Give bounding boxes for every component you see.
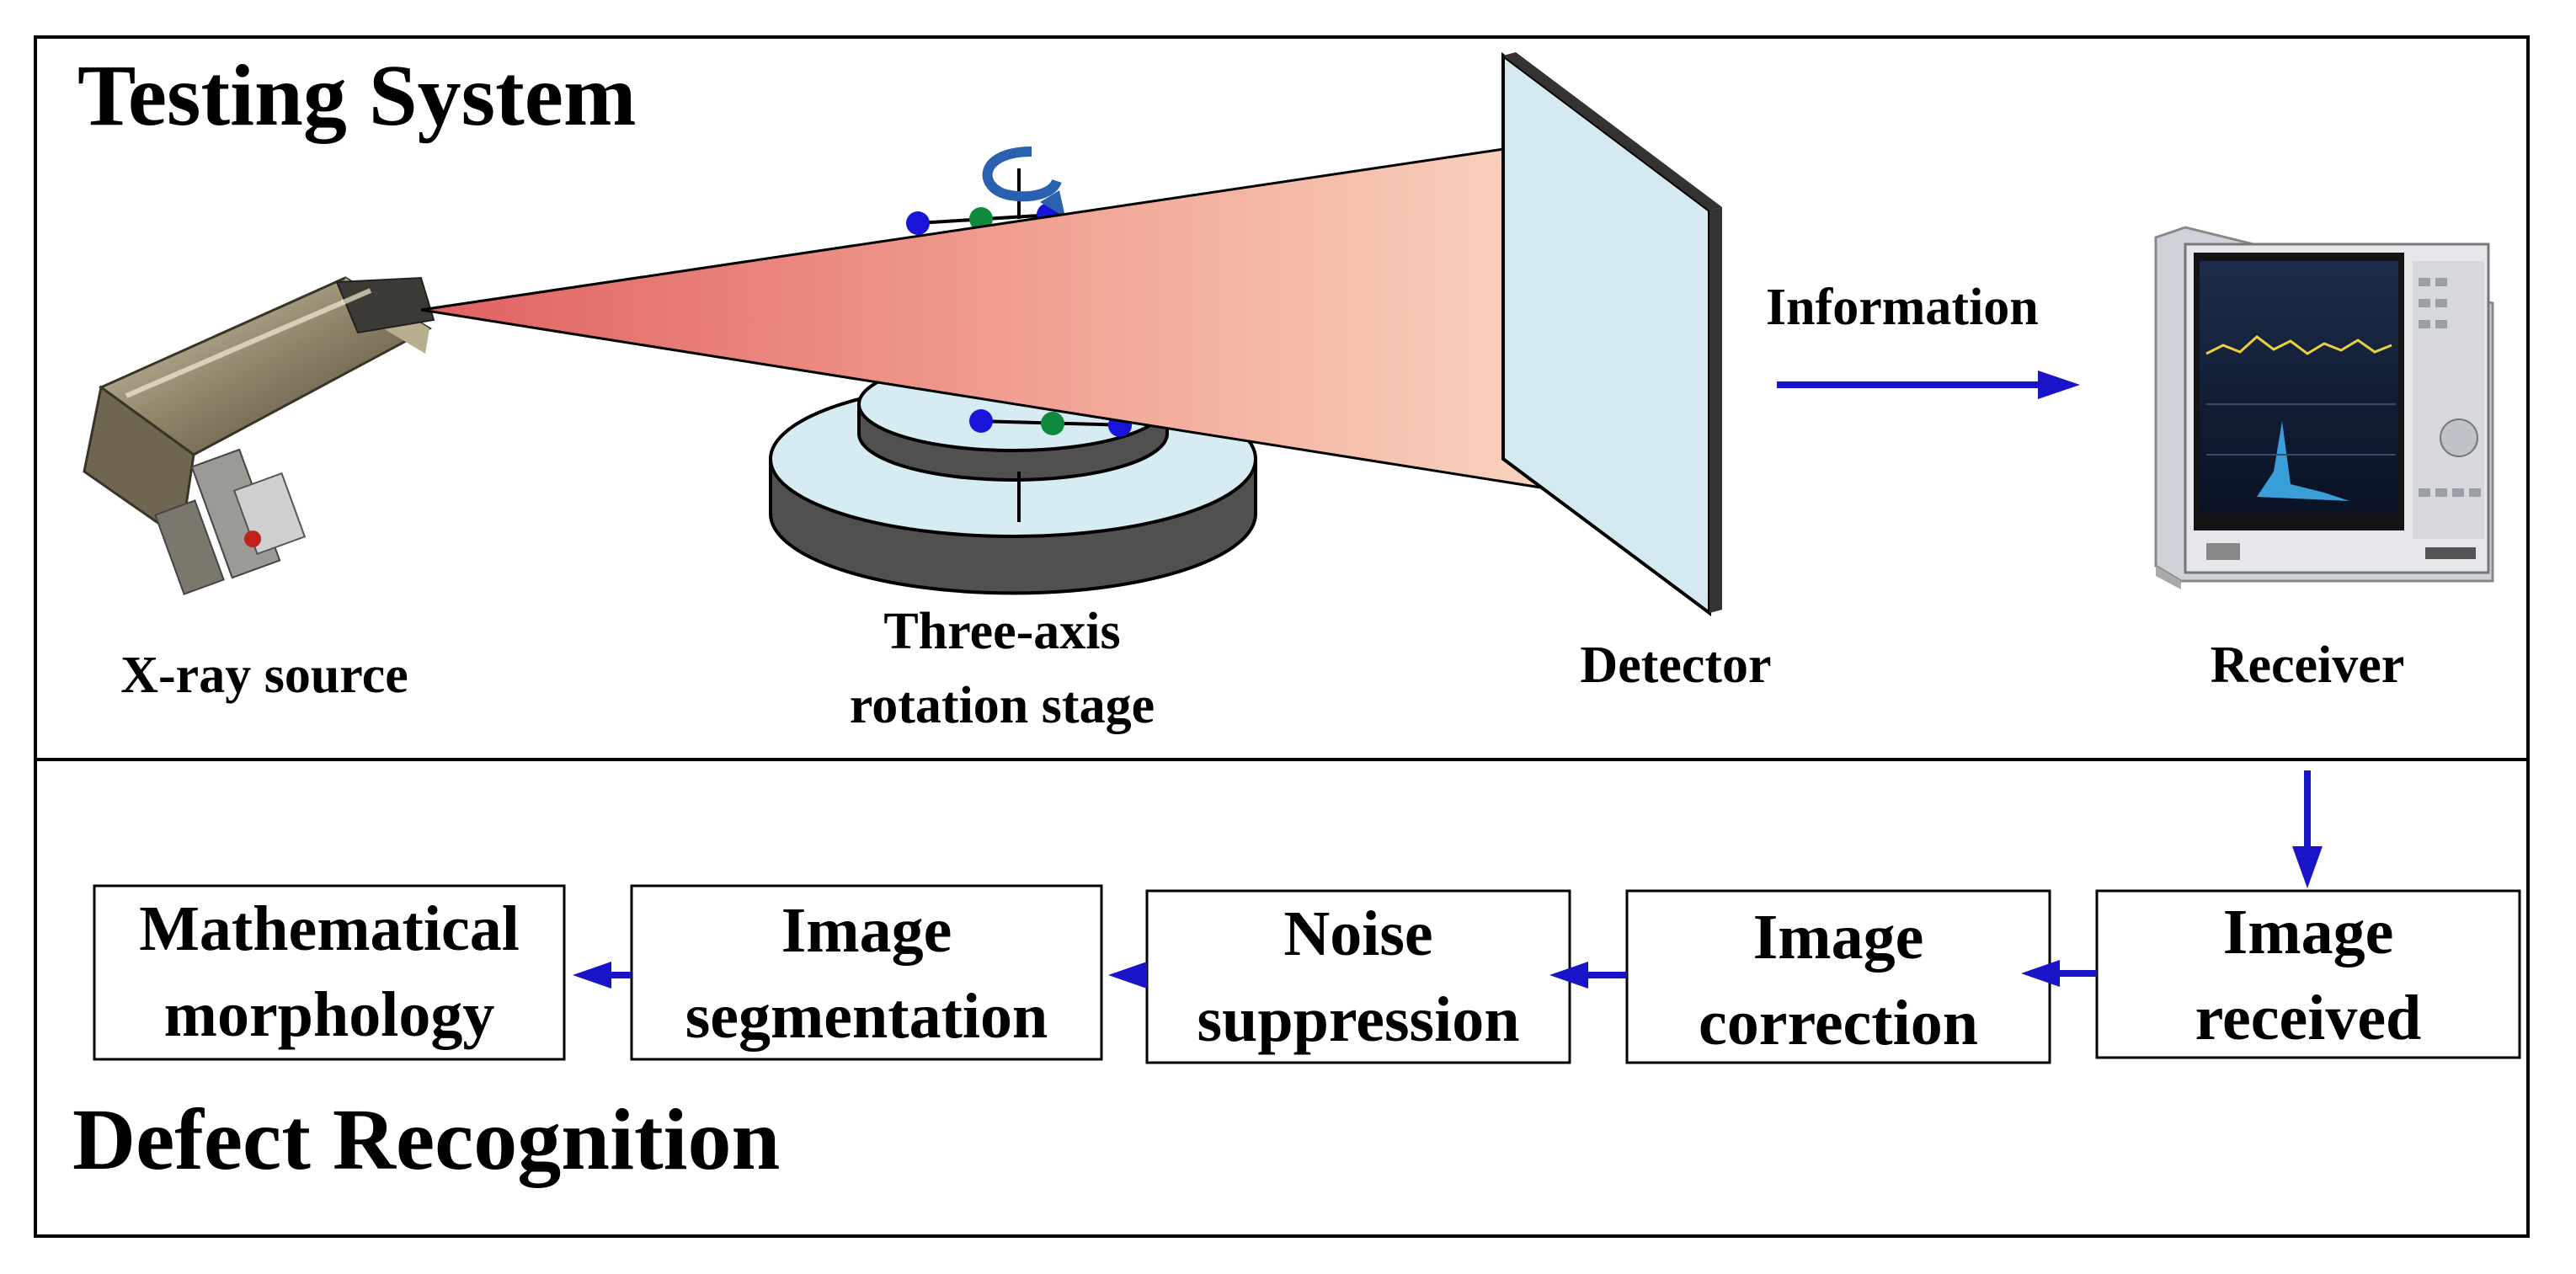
- pipeline-step-image-correction: Image correction: [1625, 889, 2051, 1064]
- pipeline-step-image-segmentation: Image segmentation: [630, 884, 1103, 1061]
- testing-system-title: Testing System: [77, 47, 637, 144]
- svg-text:Image: Image: [2223, 897, 2394, 967]
- pipeline-step-mathematical-morphology: Mathematical morphology: [93, 884, 566, 1061]
- svg-text:Mathematical: Mathematical: [139, 893, 520, 964]
- svg-text:segmentation: segmentation: [685, 981, 1048, 1052]
- defect-recognition-panel: [34, 758, 2530, 1238]
- svg-text:Image: Image: [1753, 902, 1924, 973]
- xray-source-device: [83, 276, 435, 595]
- svg-text:morphology: morphology: [164, 979, 495, 1050]
- svg-text:suppression: suppression: [1197, 984, 1519, 1055]
- rotation-arrow-icon: [982, 147, 1062, 202]
- detector-panel: [1501, 51, 1722, 616]
- receiver-label: Receiver: [2211, 637, 2405, 694]
- pipeline-arrows: [573, 960, 2097, 989]
- pipeline-step-noise-suppression: Noise suppression: [1145, 889, 1571, 1064]
- svg-text:Image: Image: [781, 895, 952, 966]
- svg-text:correction: correction: [1699, 988, 1978, 1058]
- xray-source-label: X-ray source: [120, 647, 408, 704]
- information-label: Information: [1766, 279, 2039, 336]
- pipeline-step-image-received: Image received: [2095, 889, 2521, 1059]
- xray-beam: [421, 137, 1667, 494]
- stage-label-line1: Three-axis: [883, 603, 1120, 660]
- rotation-stage: [769, 147, 1257, 595]
- receiver-analyzer-device: [2154, 226, 2494, 589]
- defect-recognition-title: Defect Recognition: [72, 1091, 780, 1188]
- stage-label-line2: rotation stage: [850, 677, 1155, 734]
- svg-text:Noise: Noise: [1283, 898, 1432, 969]
- svg-text:received: received: [2195, 983, 2422, 1053]
- detector-label: Detector: [1580, 637, 1771, 694]
